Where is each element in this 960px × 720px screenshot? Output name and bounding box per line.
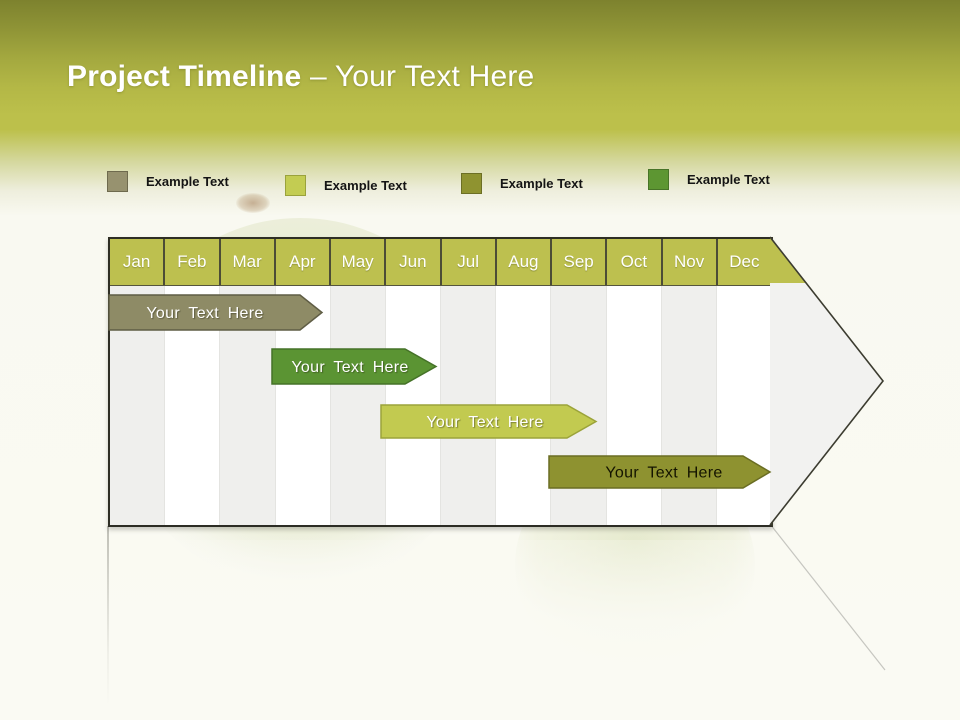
reflection-fade <box>0 540 960 720</box>
task-bar-3-label: Your Text Here <box>426 414 543 431</box>
month-header-row: Jan Feb Mar Apr May Jun Jul Aug Sep Oct … <box>110 239 771 286</box>
month-header-sep[interactable]: Sep <box>552 239 608 285</box>
month-header-oct[interactable]: Oct <box>607 239 663 285</box>
legend-swatch-yellow-green <box>285 175 306 196</box>
grid-column <box>330 286 386 525</box>
legend-item-3[interactable]: Example Text <box>461 173 583 194</box>
legend-label: Example Text <box>500 176 583 191</box>
month-header-jul[interactable]: Jul <box>441 239 497 285</box>
month-header-jun[interactable]: Jun <box>386 239 442 285</box>
legend-item-1[interactable]: Example Text <box>107 171 229 192</box>
task-bar-1-label: Your Text Here <box>146 305 263 322</box>
legend-label: Example Text <box>687 172 770 187</box>
month-header-may[interactable]: May <box>331 239 387 285</box>
legend-swatch-olive <box>461 173 482 194</box>
task-bar-2-label: Your Text Here <box>291 359 408 376</box>
legend-swatch-gray-olive <box>107 171 128 192</box>
title-bold-text: Project Timeline <box>67 60 302 93</box>
lime-stem-image <box>236 193 270 213</box>
task-bar-4-label: Your Text Here <box>605 465 722 482</box>
title-placeholder-text: – Your Text Here <box>309 60 535 93</box>
legend-label: Example Text <box>146 174 229 189</box>
month-header-nov[interactable]: Nov <box>662 239 718 285</box>
month-header-jan[interactable]: Jan <box>110 239 166 285</box>
task-bar-3[interactable]: Your Text Here <box>380 404 598 440</box>
arrow-edge-reflection <box>769 524 886 671</box>
timeline-arrow-head[interactable] <box>769 235 887 527</box>
page-title[interactable]: Project Timeline – Your Text Here <box>67 60 534 94</box>
legend-item-2[interactable]: Example Text <box>285 175 407 196</box>
table-left-edge-reflection <box>107 526 109 706</box>
month-header-mar[interactable]: Mar <box>220 239 276 285</box>
task-bar-4[interactable]: Your Text Here <box>548 455 772 490</box>
month-header-apr[interactable]: Apr <box>275 239 331 285</box>
legend-swatch-green <box>648 169 669 190</box>
legend-label: Example Text <box>324 178 407 193</box>
month-header-aug[interactable]: Aug <box>496 239 552 285</box>
month-header-feb[interactable]: Feb <box>165 239 221 285</box>
task-bar-2[interactable]: Your Text Here <box>271 348 439 386</box>
legend-item-4[interactable]: Example Text <box>648 169 770 190</box>
month-header-dec[interactable]: Dec <box>717 239 771 285</box>
task-bar-1[interactable]: Your Text Here <box>108 294 324 332</box>
